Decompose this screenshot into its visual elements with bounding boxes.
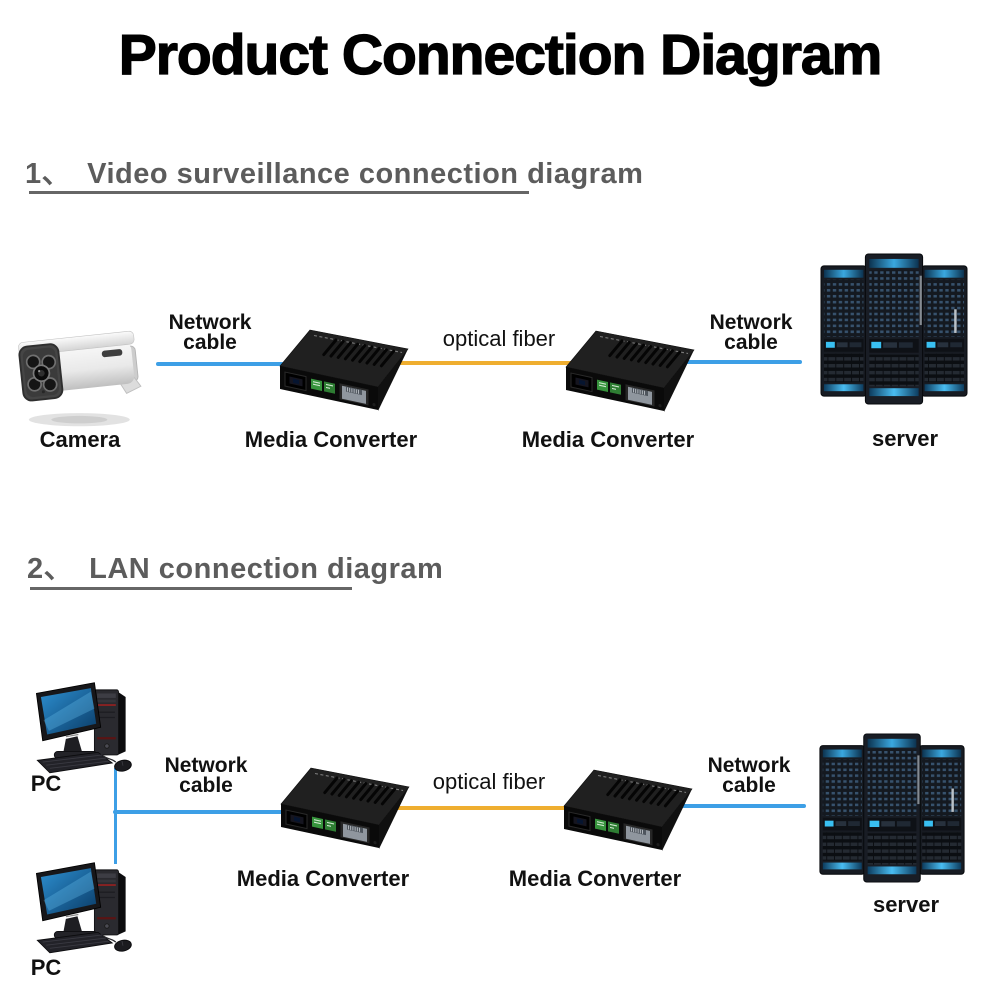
section-2-heading: 2、 LAN connection diagram bbox=[27, 545, 443, 587]
media-converter-label: Media Converter bbox=[236, 866, 410, 891]
media-converter-icon bbox=[279, 764, 419, 856]
media-converter-icon bbox=[562, 766, 702, 858]
pc-label: PC bbox=[30, 771, 62, 796]
media-converter-icon bbox=[564, 327, 704, 419]
server-label: server bbox=[872, 892, 940, 917]
section-1-number: 1、 bbox=[25, 158, 72, 190]
network-cable-line bbox=[113, 810, 285, 814]
camera-icon bbox=[14, 316, 154, 430]
network-cable-line bbox=[678, 804, 806, 808]
section-2-underline bbox=[30, 587, 352, 590]
optical-fiber-line bbox=[392, 806, 580, 810]
media-converter-label: Media Converter bbox=[244, 427, 418, 452]
network-cable-label: Network cable bbox=[707, 754, 791, 797]
server-icon bbox=[820, 252, 968, 406]
network-cable-label: Network cable bbox=[164, 754, 248, 797]
section-1-heading: 1、 Video surveillance connection diagram bbox=[25, 150, 643, 192]
media-converter-label: Media Converter bbox=[508, 866, 682, 891]
section-2-heading-text: LAN connection diagram bbox=[89, 553, 444, 585]
section-2-number: 2、 bbox=[27, 553, 74, 585]
pc-label: PC bbox=[30, 955, 62, 980]
server-label: server bbox=[871, 426, 939, 451]
optical-fiber-label: optical fiber bbox=[432, 769, 546, 794]
network-cable-line bbox=[156, 362, 284, 366]
network-cable-label: Network cable bbox=[168, 311, 252, 354]
network-cable-line bbox=[684, 360, 802, 364]
media-converter-icon bbox=[278, 326, 418, 418]
network-cable-label: Network cable bbox=[709, 311, 793, 354]
media-converter-label: Media Converter bbox=[521, 427, 695, 452]
pc-icon bbox=[32, 680, 139, 780]
optical-fiber-line bbox=[390, 361, 578, 365]
pc-junction-line bbox=[114, 768, 117, 864]
pc-icon bbox=[32, 860, 139, 960]
optical-fiber-label: optical fiber bbox=[442, 326, 556, 351]
page-title: Product Connection Diagram bbox=[118, 22, 883, 87]
camera-label: Camera bbox=[39, 427, 121, 452]
section-1-underline bbox=[29, 191, 529, 194]
server-icon bbox=[818, 732, 966, 884]
section-1-heading-text: Video surveillance connection diagram bbox=[87, 158, 644, 190]
